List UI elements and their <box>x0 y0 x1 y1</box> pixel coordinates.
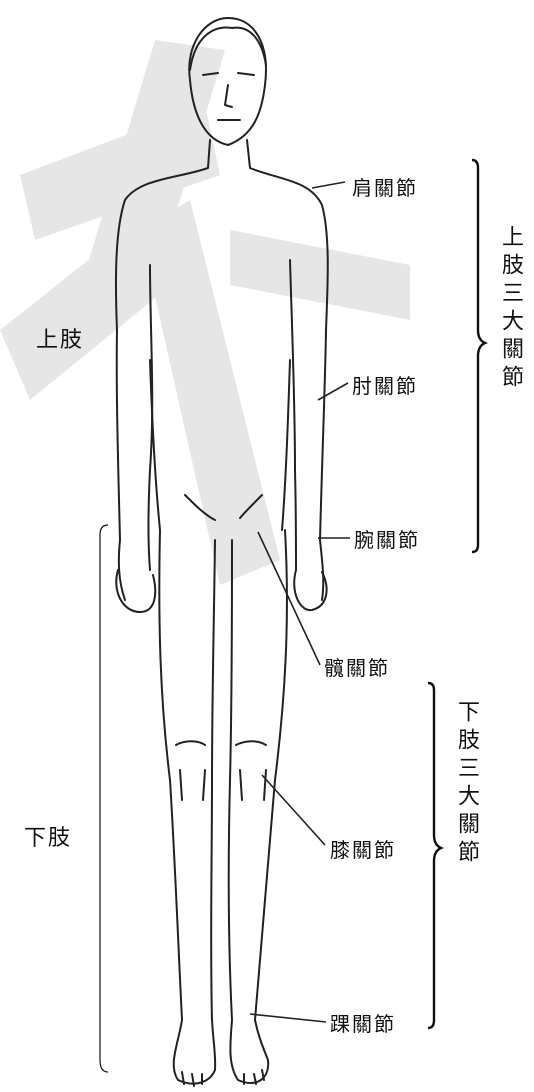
nose <box>224 84 233 108</box>
toes <box>181 1069 265 1087</box>
left-arm-outer <box>115 329 126 601</box>
left-leg-inner <box>210 539 216 1021</box>
upper-limb-label: 上肢 <box>36 328 85 353</box>
shoulder-joint-label: 肩關節 <box>352 176 418 200</box>
brackets <box>99 158 489 1073</box>
wrist-joint-label: 腕關節 <box>354 528 420 552</box>
neck-shoulder-right <box>246 139 329 331</box>
pointer-lines <box>249 181 350 1023</box>
watermark <box>0 40 410 585</box>
lower-three-joints-label: 下肢三大關節 <box>454 700 479 868</box>
lower-limb-label: 下肢 <box>24 826 73 851</box>
elbow-pointer <box>317 382 349 401</box>
left-limb-bracket <box>99 524 109 1073</box>
hair <box>189 26 267 71</box>
human-figure <box>114 17 329 1087</box>
right-arm-outer <box>319 329 327 601</box>
left-knee <box>175 740 206 801</box>
left-foot <box>172 1019 217 1085</box>
right-arm-inner <box>289 259 297 571</box>
torso-right <box>281 359 291 531</box>
hip-pointer <box>257 531 321 666</box>
neck-shoulder-left <box>114 139 211 331</box>
left-leg-outer <box>158 529 183 1021</box>
hip-joint-label: 髖關節 <box>324 656 390 680</box>
right-foot <box>229 1019 270 1085</box>
knee-pointer <box>261 774 326 846</box>
ankle-pointer <box>249 1013 327 1023</box>
right-leg-inner <box>227 539 233 1021</box>
right-hand <box>293 569 328 612</box>
upper-three-joints-label: 上肢三大關節 <box>498 225 523 393</box>
knee-joint-label: 膝關節 <box>330 838 396 862</box>
elbow-joint-label: 肘關節 <box>352 374 418 398</box>
right-knee <box>235 740 267 801</box>
right-leg-outer <box>254 529 288 1021</box>
torso-left <box>149 359 161 531</box>
groin-lines <box>184 494 263 521</box>
lower-group-bracket <box>427 681 445 1030</box>
ankle-joint-label: 踝關節 <box>330 1012 396 1036</box>
shoulder-pointer <box>311 181 346 189</box>
head-outline <box>188 17 267 146</box>
brows <box>202 72 255 76</box>
left-arm-inner <box>147 264 154 571</box>
upper-group-bracket <box>471 158 489 554</box>
left-hand <box>115 569 157 613</box>
